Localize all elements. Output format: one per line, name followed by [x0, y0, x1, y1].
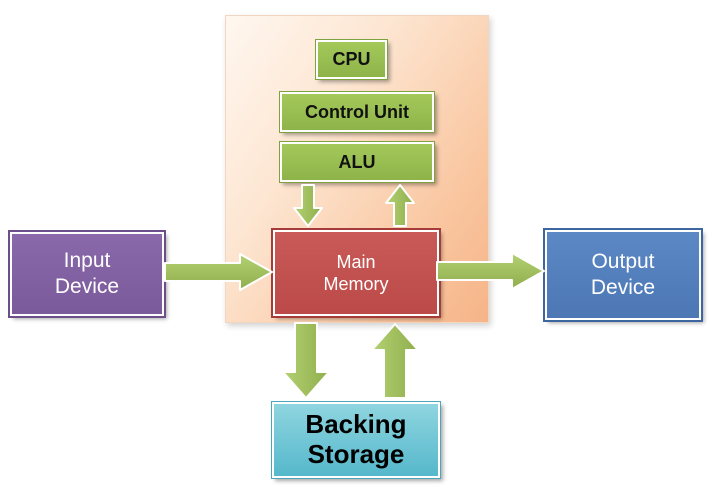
arrow-memory-to-storage [282, 322, 330, 399]
alu-box: ALU [279, 141, 435, 183]
input-device-label-line1: Input [63, 248, 111, 272]
arrow-input-to-memory [164, 253, 273, 291]
arrow-alu-to-memory [293, 184, 323, 227]
output-device-label-line1: Output [591, 249, 655, 273]
output-device-box: Output Device [543, 228, 703, 322]
control-unit-box: Control Unit [279, 91, 435, 133]
arrow-storage-to-memory [371, 323, 419, 399]
arrow-memory-to-alu [385, 184, 415, 227]
cpu-label: CPU [332, 49, 371, 69]
output-device-label-line2: Device [590, 276, 656, 299]
input-device-box: Input Device [8, 230, 166, 318]
alu-label: ALU [338, 151, 376, 172]
backing-storage-box: Backing Storage [271, 401, 441, 479]
main-memory-label-line2: Memory [323, 274, 389, 294]
main-memory-label-line1: Main [336, 251, 376, 272]
arrow-memory-to-output [436, 252, 545, 290]
cpu-label-box: CPU [315, 39, 388, 80]
control-unit-label: Control Unit [305, 101, 409, 122]
backing-storage-label-line2: Storage [307, 439, 405, 469]
backing-storage-label-line1: Backing [305, 409, 407, 440]
main-memory-box: Main Memory [271, 228, 441, 318]
input-device-label-line2: Device [54, 275, 120, 298]
